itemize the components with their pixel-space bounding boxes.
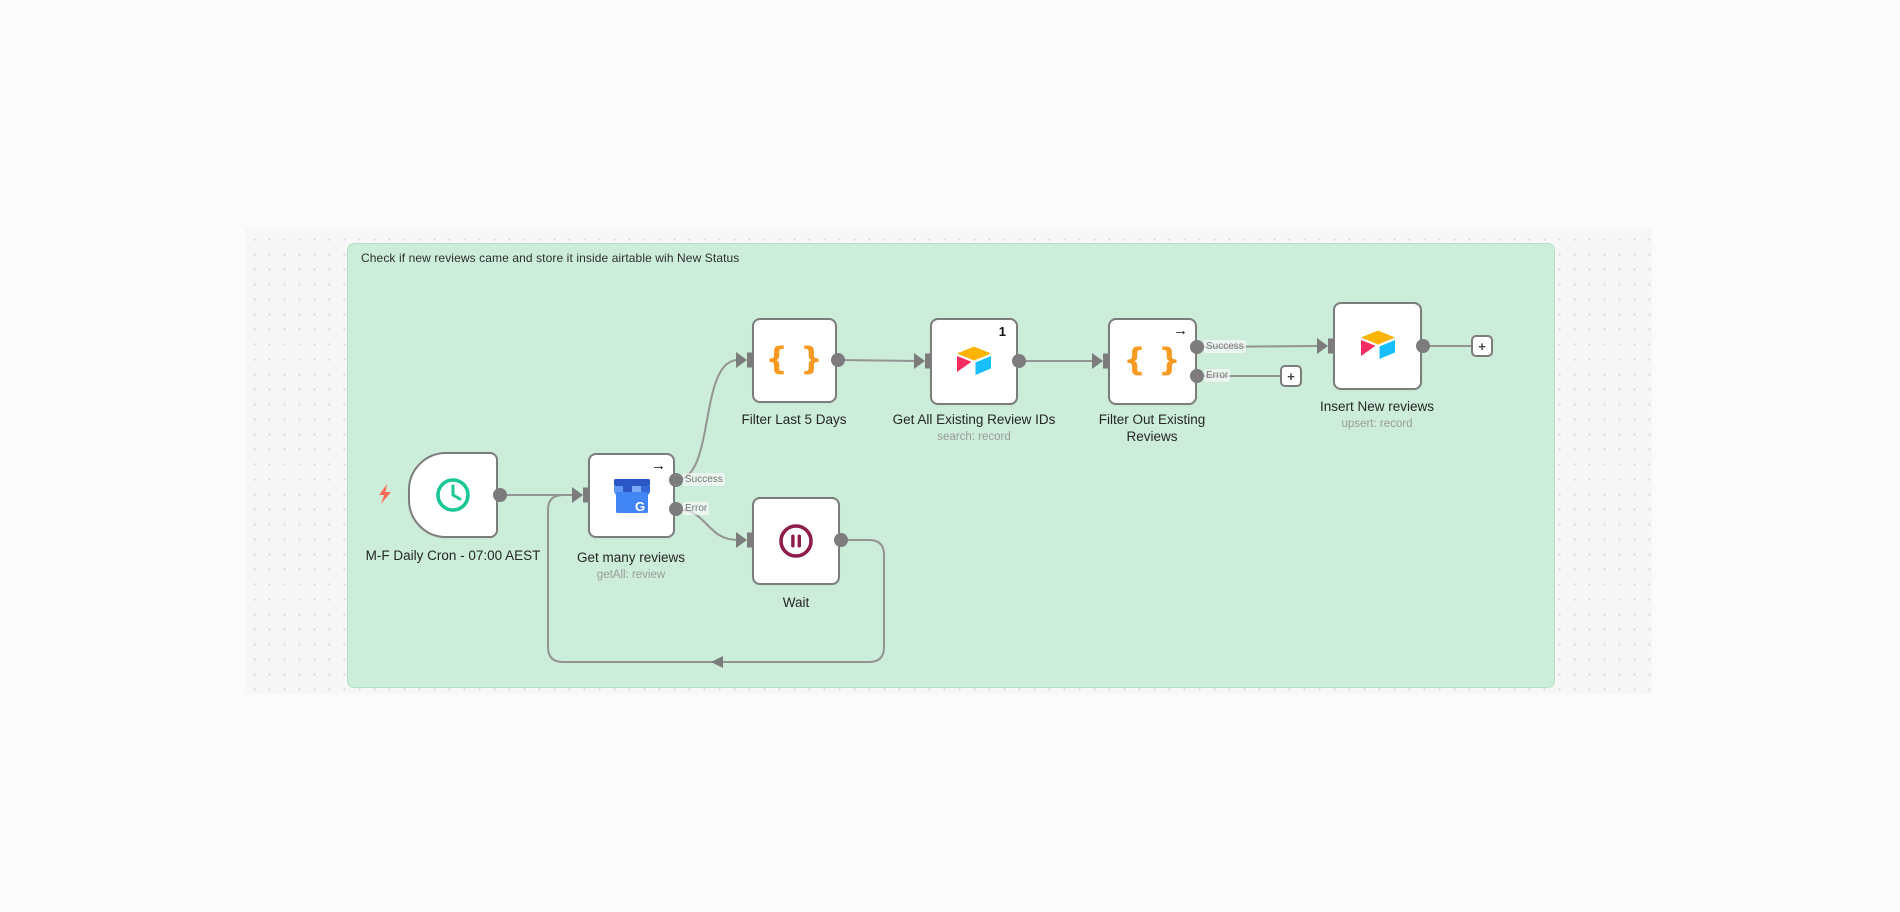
node-insert-new-reviews[interactable] bbox=[1333, 302, 1422, 390]
output-label-success: Success bbox=[683, 473, 725, 486]
node-label-wait: Wait bbox=[746, 594, 846, 611]
node-subtitle: upsert: record bbox=[1341, 418, 1413, 431]
node-filter-out-existing-reviews[interactable]: → { } bbox=[1108, 318, 1197, 405]
node-title: Insert New reviews bbox=[1319, 399, 1435, 414]
arrow-right-icon: → bbox=[651, 457, 666, 474]
node-title: Get All Existing Review IDs bbox=[892, 412, 1056, 427]
node-title: Wait bbox=[782, 595, 810, 610]
output-label-success: Success bbox=[1204, 340, 1246, 353]
node-wait[interactable] bbox=[752, 497, 840, 585]
node-label-insert-new-reviews: Insert New reviews upsert: record bbox=[1287, 398, 1467, 432]
code-braces-icon: { } bbox=[1123, 341, 1182, 378]
node-label-filter-last-5-days: Filter Last 5 Days bbox=[704, 411, 884, 428]
node-title: Filter Out Existing Reviews bbox=[1098, 412, 1206, 445]
google-g-glyph: G bbox=[634, 499, 644, 514]
arrow-right-icon: → bbox=[1173, 322, 1188, 339]
clock-icon bbox=[436, 478, 470, 512]
output-label-error: Error bbox=[1204, 369, 1231, 382]
node-schedule-trigger[interactable] bbox=[408, 452, 498, 538]
node-get-many-reviews[interactable]: → G bbox=[588, 453, 675, 538]
node-label-schedule-trigger: M-F Daily Cron - 07:00 AEST bbox=[363, 547, 543, 564]
airtable-icon bbox=[957, 346, 991, 375]
node-get-all-existing-review-ids[interactable]: 1 bbox=[930, 318, 1018, 405]
airtable-icon bbox=[1360, 330, 1395, 359]
node-subtitle: search: record bbox=[937, 431, 1011, 444]
items-count-badge: 1 bbox=[998, 324, 1006, 339]
node-filter-last-5-days[interactable]: { } bbox=[752, 318, 837, 403]
node-label-filter-out-existing-reviews: Filter Out Existing Reviews bbox=[1082, 411, 1222, 446]
node-title: Get many reviews bbox=[576, 550, 686, 565]
sticky-note-title: Check if new reviews came and store it i… bbox=[361, 251, 740, 265]
add-node-button-error-branch[interactable]: + bbox=[1280, 365, 1302, 387]
pause-icon bbox=[779, 524, 813, 558]
output-label-error: Error bbox=[683, 502, 710, 515]
add-node-button-insert-output[interactable]: + bbox=[1471, 335, 1493, 357]
node-label-get-all-existing-review-ids: Get All Existing Review IDs search: reco… bbox=[889, 411, 1059, 445]
plus-icon: + bbox=[1478, 338, 1486, 354]
node-title: Filter Last 5 Days bbox=[741, 412, 847, 427]
plus-icon: + bbox=[1287, 368, 1295, 384]
node-label-get-many-reviews: Get many reviews getAll: review bbox=[541, 549, 721, 583]
google-my-business-icon: G bbox=[613, 478, 650, 514]
node-subtitle: getAll: review bbox=[596, 569, 666, 582]
code-braces-icon: { } bbox=[765, 340, 824, 377]
node-title: M-F Daily Cron - 07:00 AEST bbox=[365, 548, 541, 563]
